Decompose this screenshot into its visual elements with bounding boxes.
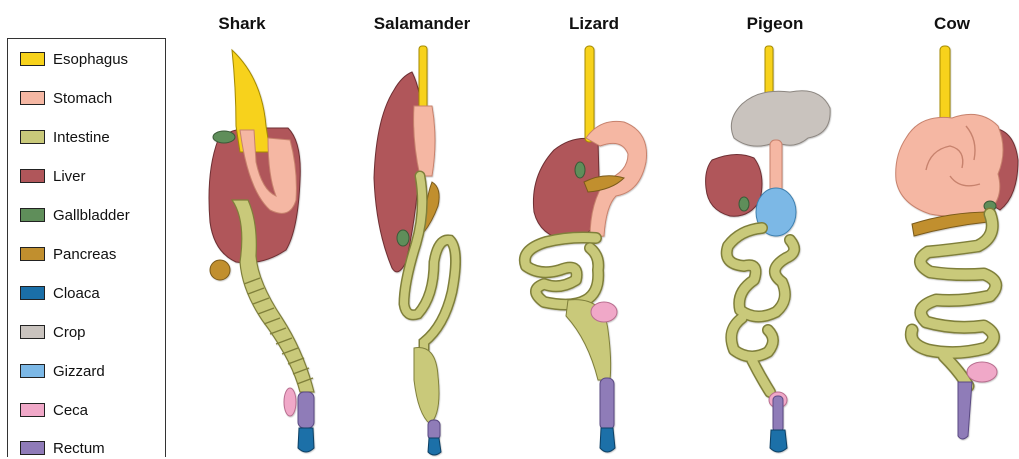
cow-digestive-system xyxy=(896,46,1018,439)
shark-ceca xyxy=(284,388,296,416)
salamander-esophagus xyxy=(419,46,427,110)
shark-cloaca xyxy=(298,428,314,452)
shark-pancreas xyxy=(210,260,230,280)
salamander-digestive-system xyxy=(374,46,456,455)
cow-esophagus xyxy=(940,46,950,124)
salamander-cloaca xyxy=(428,438,441,455)
lizard-ceca xyxy=(591,302,617,322)
lizard-digestive-system xyxy=(525,46,647,452)
cow-pancreas xyxy=(912,212,990,236)
lizard-rectum xyxy=(600,378,614,430)
pigeon-crop xyxy=(731,91,830,146)
cow-ceca xyxy=(967,362,997,382)
salamander-large-intestine xyxy=(414,348,439,424)
pigeon-digestive-system xyxy=(706,46,831,452)
pigeon-gallbladder xyxy=(739,197,749,211)
pigeon-cloaca xyxy=(770,430,787,452)
pigeon-liver xyxy=(706,154,762,216)
salamander-rectum xyxy=(428,420,440,440)
salamander-gallbladder xyxy=(397,230,409,246)
shark-digestive-system xyxy=(209,50,314,452)
lizard-cloaca xyxy=(600,428,615,452)
shark-rectum xyxy=(298,392,314,428)
lizard-gallbladder xyxy=(575,162,585,178)
pigeon-rectum xyxy=(773,396,783,432)
shark-gallbladder xyxy=(213,131,235,143)
lizard-esophagus xyxy=(585,46,594,142)
cow-stomach xyxy=(896,114,1003,216)
cow-rectum xyxy=(958,382,972,439)
